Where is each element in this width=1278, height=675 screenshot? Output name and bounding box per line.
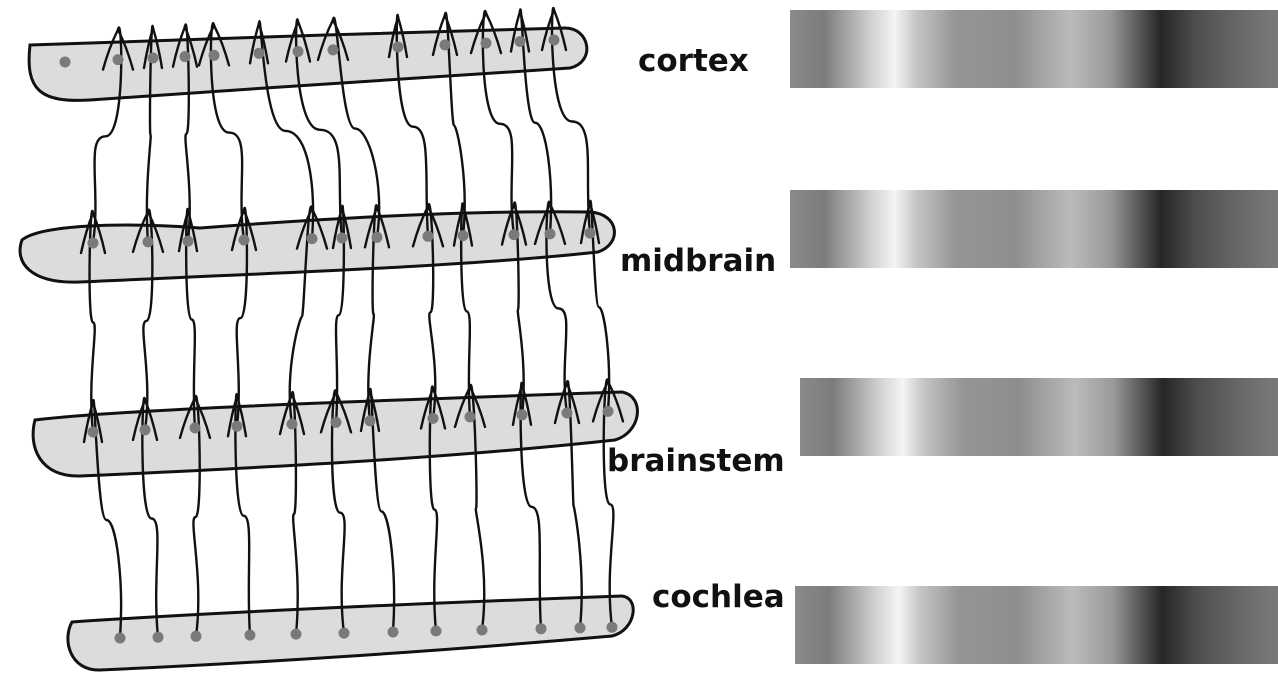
cochlea-neuron-1	[115, 633, 126, 644]
midbrain-neuron-5	[307, 233, 318, 244]
cortex-neuron-12	[515, 36, 526, 47]
cochlea-neuron-3	[191, 631, 202, 642]
cochlea-neuron-5	[291, 629, 302, 640]
cortex-neuron-11	[481, 38, 492, 49]
cochlea-tonotopic-band	[795, 586, 1278, 664]
cochlea-label: cochlea	[652, 579, 785, 615]
brainstem-tonotopic-band	[800, 378, 1278, 456]
cortex-neuron-7	[293, 46, 304, 57]
cochlea-neuron-7	[388, 627, 399, 638]
midbrain-tonotopic-band	[790, 190, 1278, 268]
cortex-neuron-3	[148, 53, 159, 64]
brainstem-neuron-4	[232, 421, 243, 432]
cortex-neuron-6	[254, 48, 265, 59]
cortex-neuron-9	[393, 42, 404, 53]
brainstem-neuron-9	[465, 411, 476, 422]
midbrain-neuron-2	[143, 236, 154, 247]
cochlea-neuron-2	[153, 632, 164, 643]
midbrain-label: midbrain	[620, 243, 776, 279]
midbrain-neuron-10	[509, 229, 520, 240]
brainstem-neuron-11	[562, 408, 573, 419]
brainstem-neuron-10	[517, 409, 528, 420]
cortex-neuron-1	[60, 57, 71, 68]
brainstem-neuron-2	[140, 424, 151, 435]
cochlea-neuron-12	[607, 622, 618, 633]
cortex-neuron-5	[209, 50, 220, 61]
cochlea-layer	[68, 596, 633, 670]
brainstem-neuron-6	[331, 417, 342, 428]
neural-fibers	[81, 8, 623, 638]
midbrain-neuron-6	[337, 233, 348, 244]
midbrain-neuron-3	[183, 236, 194, 247]
brainstem-layer	[33, 392, 637, 476]
cortex-neuron-4	[180, 51, 191, 62]
cochlea-neuron-6	[339, 628, 350, 639]
brainstem-neuron-5	[287, 419, 298, 430]
midbrain-neuron-7	[372, 232, 383, 243]
midbrain-neuron-8	[423, 231, 434, 242]
cochlea-neuron-9	[477, 625, 488, 636]
midbrain-neuron-4	[239, 235, 250, 246]
cortex-neuron-10	[440, 39, 451, 50]
brainstem-neuron-1	[88, 427, 99, 438]
brainstem-neuron-7	[365, 415, 376, 426]
cortex-tonotopic-band	[790, 10, 1278, 88]
cortex-neuron-2	[113, 54, 124, 65]
brainstem-label: brainstem	[607, 443, 785, 479]
cochlea-neuron-8	[431, 626, 442, 637]
cochlea-neuron-10	[536, 623, 547, 634]
midbrain-neuron-12	[585, 228, 596, 239]
brainstem-neuron-3	[190, 422, 201, 433]
cortex-label: cortex	[638, 43, 749, 79]
brainstem-neuron-12	[603, 406, 614, 417]
midbrain-neuron-1	[88, 238, 99, 249]
cortex-neuron-8	[328, 44, 339, 55]
cochlea-neuron-11	[575, 622, 586, 633]
midbrain-neuron-9	[458, 230, 469, 241]
cochlea-neuron-4	[245, 630, 256, 641]
brainstem-neuron-8	[428, 413, 439, 424]
cortex-neuron-13	[549, 35, 560, 46]
midbrain-neuron-11	[545, 228, 556, 239]
